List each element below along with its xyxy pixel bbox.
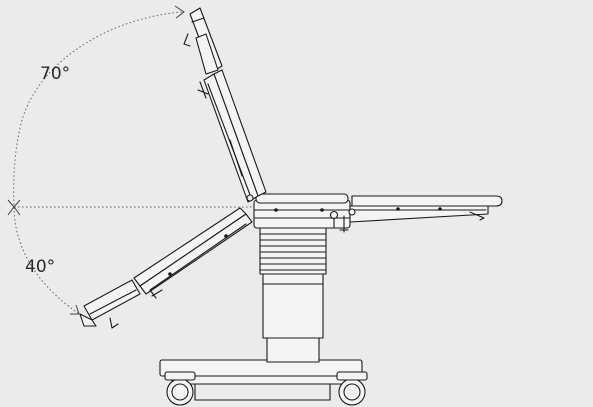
upper-angle-arc: [13, 11, 183, 208]
head-frame: [195, 33, 219, 75]
leg-frame: [349, 205, 489, 223]
table-base: [159, 359, 368, 406]
back-section: [183, 7, 267, 203]
caster-right: [338, 378, 366, 406]
foot-end: [79, 313, 97, 327]
lower-pad: [133, 207, 247, 287]
back-frame: [203, 73, 259, 203]
seat-pad: [255, 193, 349, 204]
table-column: [259, 227, 327, 363]
lower-section: [79, 207, 253, 329]
lower-arrowhead: [70, 304, 80, 315]
foot-pad: [83, 279, 141, 321]
base-lower-plate: [171, 375, 353, 385]
lower-frame: [139, 213, 253, 295]
column-bellows: [259, 227, 327, 275]
leg-section: [339, 195, 503, 233]
mid-arrowhead-down: [7, 206, 21, 216]
head-lever: [183, 33, 191, 47]
seat-section: [253, 193, 351, 229]
angle-guides: [7, 5, 258, 315]
lower-side-rail: [149, 289, 163, 299]
column-bottom: [266, 335, 320, 363]
column-middle: [262, 271, 324, 339]
upper-arrowhead: [174, 5, 185, 19]
lower-angle-label: 40°: [25, 257, 56, 277]
foot-lever: [109, 317, 119, 329]
upper-angle-label: 70°: [40, 64, 71, 84]
back-side-rail: [197, 81, 209, 99]
leg-pad: [351, 195, 503, 207]
leg-lever: [469, 211, 485, 221]
caster-left: [166, 378, 194, 406]
